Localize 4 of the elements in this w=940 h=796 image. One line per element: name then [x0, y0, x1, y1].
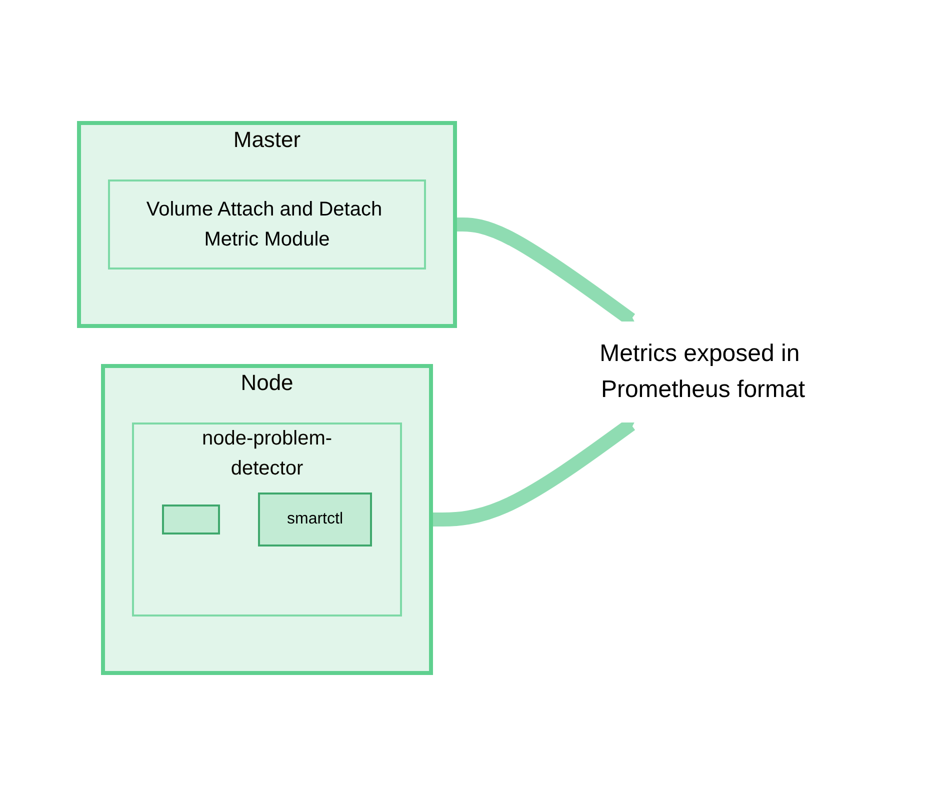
node-text: Metrics exposed in Prometheus format	[600, 340, 806, 403]
node-box	[162, 504, 220, 534]
node-box: Volume Attach and Detach Metric Module	[108, 180, 426, 270]
node-box: smartctl	[258, 492, 372, 546]
